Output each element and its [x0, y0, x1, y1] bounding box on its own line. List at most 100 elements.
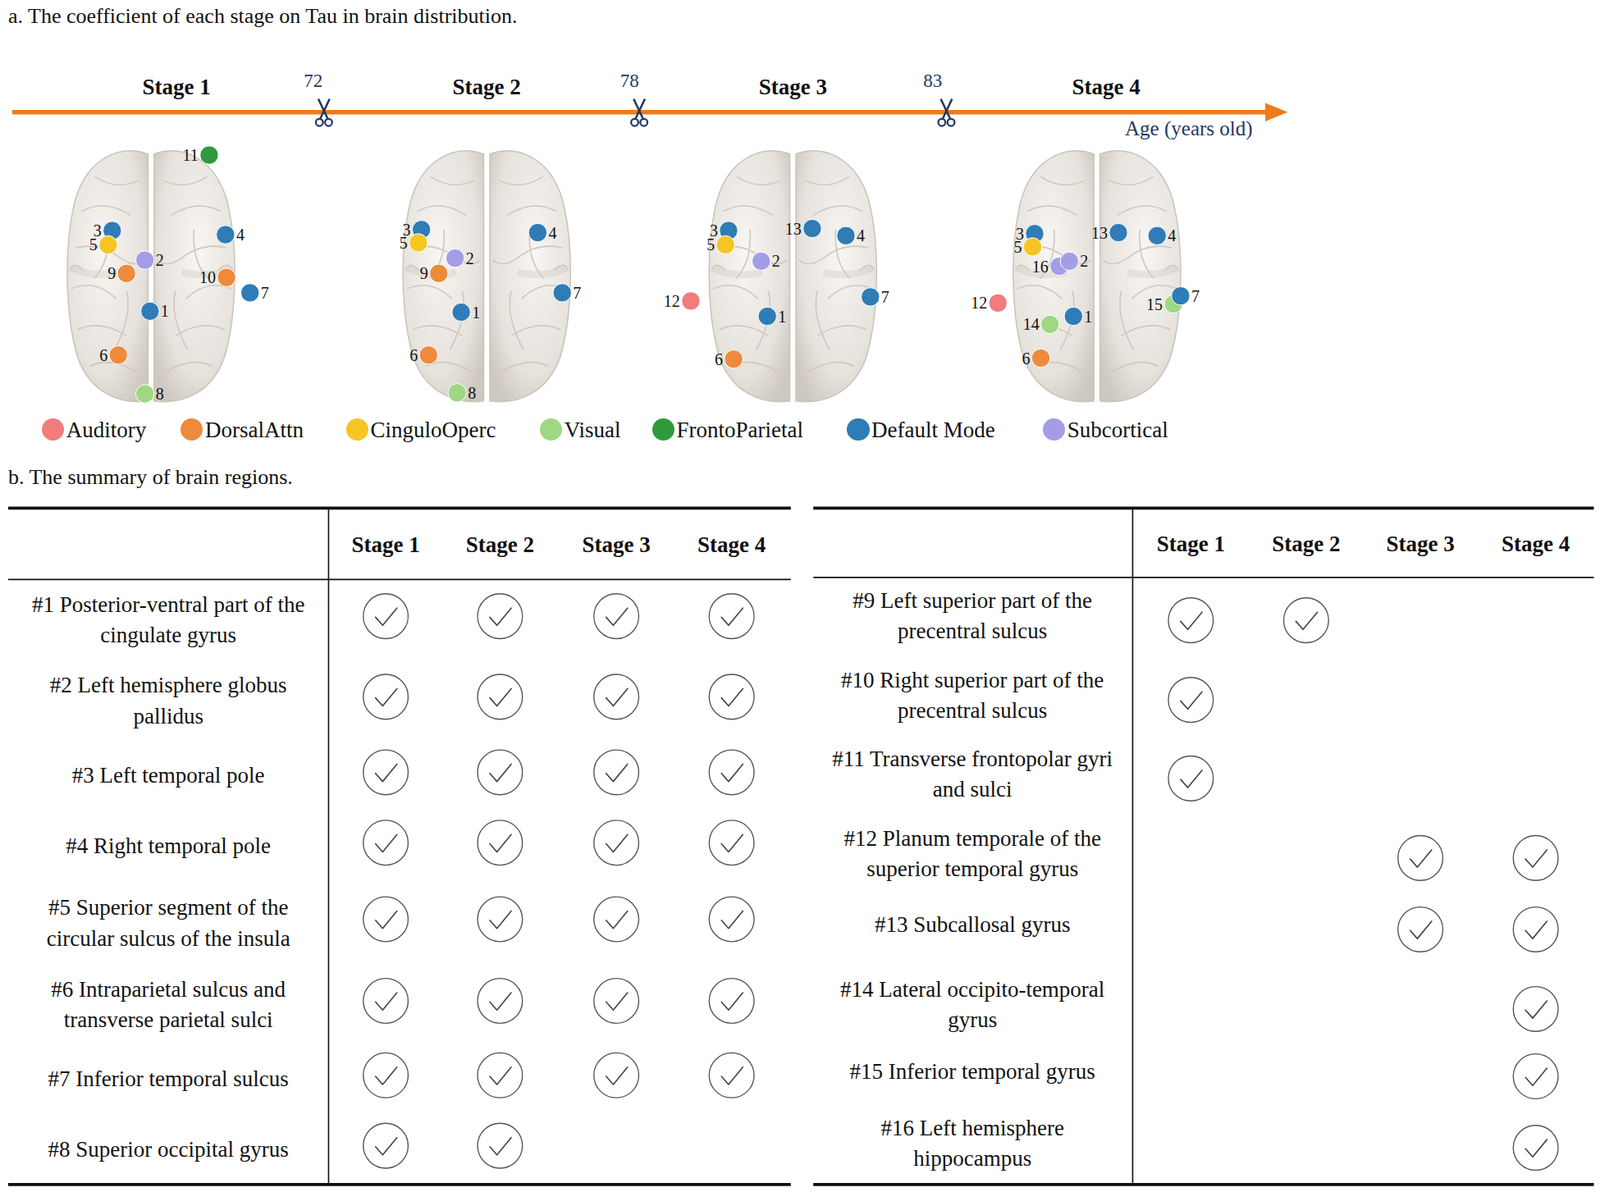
region-dot [724, 350, 743, 369]
table-header: Stage 1 [351, 531, 420, 558]
callout-number: 15 [1146, 296, 1163, 313]
stage-label: Stage 3 [758, 73, 828, 101]
region-dot [528, 223, 547, 242]
region-dot [429, 264, 448, 283]
check-mark [1398, 836, 1444, 882]
callout-number: 6 [714, 351, 723, 368]
panel-heading: b. The summary of brain regions. [8, 464, 293, 490]
table-cell: #1 Posterior-ventral part of the cingula… [20, 589, 317, 652]
table-rule [8, 1183, 791, 1187]
check-mark [1283, 598, 1329, 644]
region-dot [200, 146, 219, 165]
callout-number: 13 [1091, 224, 1108, 242]
stage-label: Stage 4 [1071, 73, 1140, 101]
brain-illustration [402, 150, 571, 403]
region-dot [135, 251, 154, 270]
table-cell: #11 Transverse frontopolar gyri and sulc… [824, 744, 1121, 806]
table-cell: #9 Left superior part of the precentral … [824, 585, 1121, 648]
timeline-arrowhead [1265, 103, 1288, 122]
check-mark [1168, 756, 1214, 802]
check-mark [594, 749, 640, 796]
region-dot [1060, 251, 1079, 270]
region-dot [240, 283, 259, 302]
table-header: Stage 3 [582, 531, 651, 558]
callout-number: 9 [420, 265, 429, 282]
callout-number: 1 [1083, 308, 1093, 325]
callout-number: 11 [182, 146, 199, 164]
callout-number: 1 [777, 308, 787, 325]
stage-label: Stage 1 [142, 73, 211, 101]
legend-text: DorsalAttn [205, 416, 304, 443]
legend-text: FrontoParietal [676, 416, 804, 443]
table-rule [813, 1183, 1594, 1187]
check-mark [594, 820, 640, 866]
check-mark [708, 749, 755, 796]
callout-number: 13 [785, 220, 802, 238]
region-dot [117, 264, 136, 283]
callout-number: 7 [881, 288, 890, 306]
callout-number: 5 [89, 236, 98, 253]
check-mark [594, 1052, 640, 1098]
check-mark [363, 674, 409, 720]
cut-age: 83 [923, 70, 942, 94]
region-dot [553, 283, 572, 302]
table-cell: #14 Lateral occipito-temporal gyrus [824, 974, 1121, 1037]
region-dot [1171, 286, 1190, 305]
legend-text: Subcortical [1067, 416, 1169, 443]
callout-number: 5 [399, 234, 408, 252]
table-rule [813, 576, 1594, 579]
table-header: Stage 3 [1385, 530, 1454, 558]
scissors-icon [630, 99, 648, 127]
callout-number: 7 [1191, 288, 1200, 305]
check-mark [1513, 1054, 1559, 1100]
region-dot [448, 384, 467, 403]
check-mark [363, 594, 409, 640]
check-mark [1513, 836, 1559, 882]
region-dot [716, 235, 735, 254]
region-dot [135, 384, 154, 403]
check-mark [477, 1052, 523, 1098]
callout-number: 1 [471, 304, 480, 321]
callout-number: 8 [155, 385, 165, 403]
legend-text: Auditory [66, 416, 147, 443]
legend-swatch [846, 418, 869, 441]
region-dot [217, 268, 236, 287]
check-mark [363, 749, 409, 796]
check-mark [708, 1052, 755, 1098]
check-mark [1513, 1125, 1559, 1171]
table-cell: #3 Left temporal pole [20, 761, 317, 792]
region-dot [445, 248, 464, 267]
table-cell: #10 Right superior part of the precentra… [824, 665, 1121, 727]
check-mark [1398, 907, 1444, 953]
table-cell: #2 Left hemisphere globus pallidus [20, 670, 317, 732]
table-cell: #8 Superior occipital gyrus [20, 1134, 317, 1166]
table-rule [8, 579, 791, 581]
table-rule [8, 506, 791, 510]
legend-text: Visual [564, 416, 622, 443]
table-cell: #7 Inferior temporal sulcus [20, 1064, 317, 1095]
legend-swatch [41, 418, 64, 441]
callout-number: 5 [1013, 238, 1022, 256]
callout-number: 12 [970, 294, 988, 311]
callout-number: 10 [199, 269, 216, 286]
callout-number: 4 [548, 224, 557, 242]
check-mark [708, 594, 755, 640]
table-header: Stage 2 [1271, 530, 1340, 558]
table-header: Stage 1 [1156, 530, 1226, 558]
check-mark [477, 1123, 523, 1169]
check-mark [363, 820, 409, 866]
cut-age: 78 [620, 70, 640, 94]
legend-swatch [180, 418, 203, 441]
table-header: Stage 4 [697, 531, 766, 558]
callout-number: 4 [236, 226, 245, 243]
table-cell: #15 Inferior temporal gyrus [824, 1056, 1121, 1088]
check-mark [594, 896, 640, 942]
region-dot [861, 288, 880, 307]
callout-number: 6 [99, 347, 108, 364]
table-cell: #6 Intraparietal sulcus and transverse p… [20, 974, 317, 1037]
callout-number: 5 [706, 236, 715, 253]
check-mark [1168, 598, 1214, 644]
check-mark [708, 978, 755, 1024]
brain-illustration [67, 150, 235, 403]
check-mark [1513, 907, 1559, 953]
